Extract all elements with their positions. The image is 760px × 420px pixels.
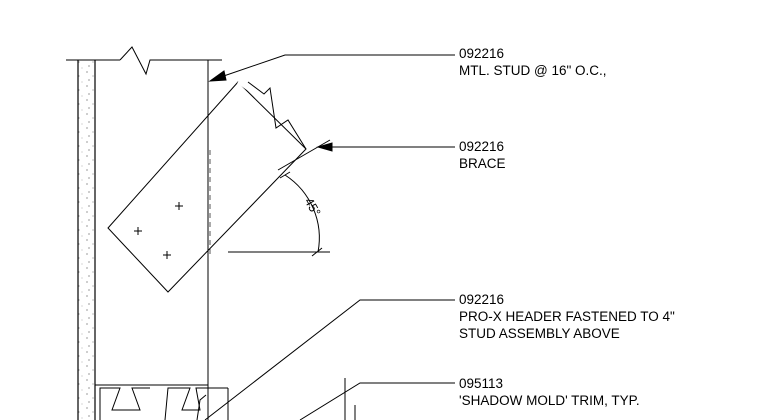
callout-text: PRO-X HEADER FASTENED TO 4": [459, 309, 675, 324]
brace: [107, 80, 307, 293]
header-track: [95, 378, 356, 420]
callout-text: 'SHADOW MOLD' TRIM, TYP.: [459, 393, 640, 408]
leader-lines: [204, 54, 455, 420]
callout-code: 092216: [459, 139, 505, 154]
callout-text: STUD ASSEMBLY ABOVE: [459, 326, 620, 341]
callout-brace: 092216 BRACE: [459, 138, 506, 172]
callout-header: 092216 PRO-X HEADER FASTENED TO 4" STUD …: [459, 291, 675, 342]
callout-text: MTL. STUD @ 16" O.C.,: [459, 63, 607, 78]
callout-code: 095113: [459, 376, 504, 391]
callout-trim: 095113 'SHADOW MOLD' TRIM, TYP.: [459, 375, 640, 409]
callout-code: 092216: [459, 46, 505, 61]
gypsum-board: [77, 60, 96, 420]
callout-text: BRACE: [459, 156, 506, 171]
fastener-marks: [134, 202, 183, 259]
callout-stud: 092216 MTL. STUD @ 16" O.C.,: [459, 45, 607, 79]
callout-code: 092216: [459, 292, 505, 307]
angle-dimension: [228, 139, 331, 257]
metal-stud: [66, 46, 222, 420]
